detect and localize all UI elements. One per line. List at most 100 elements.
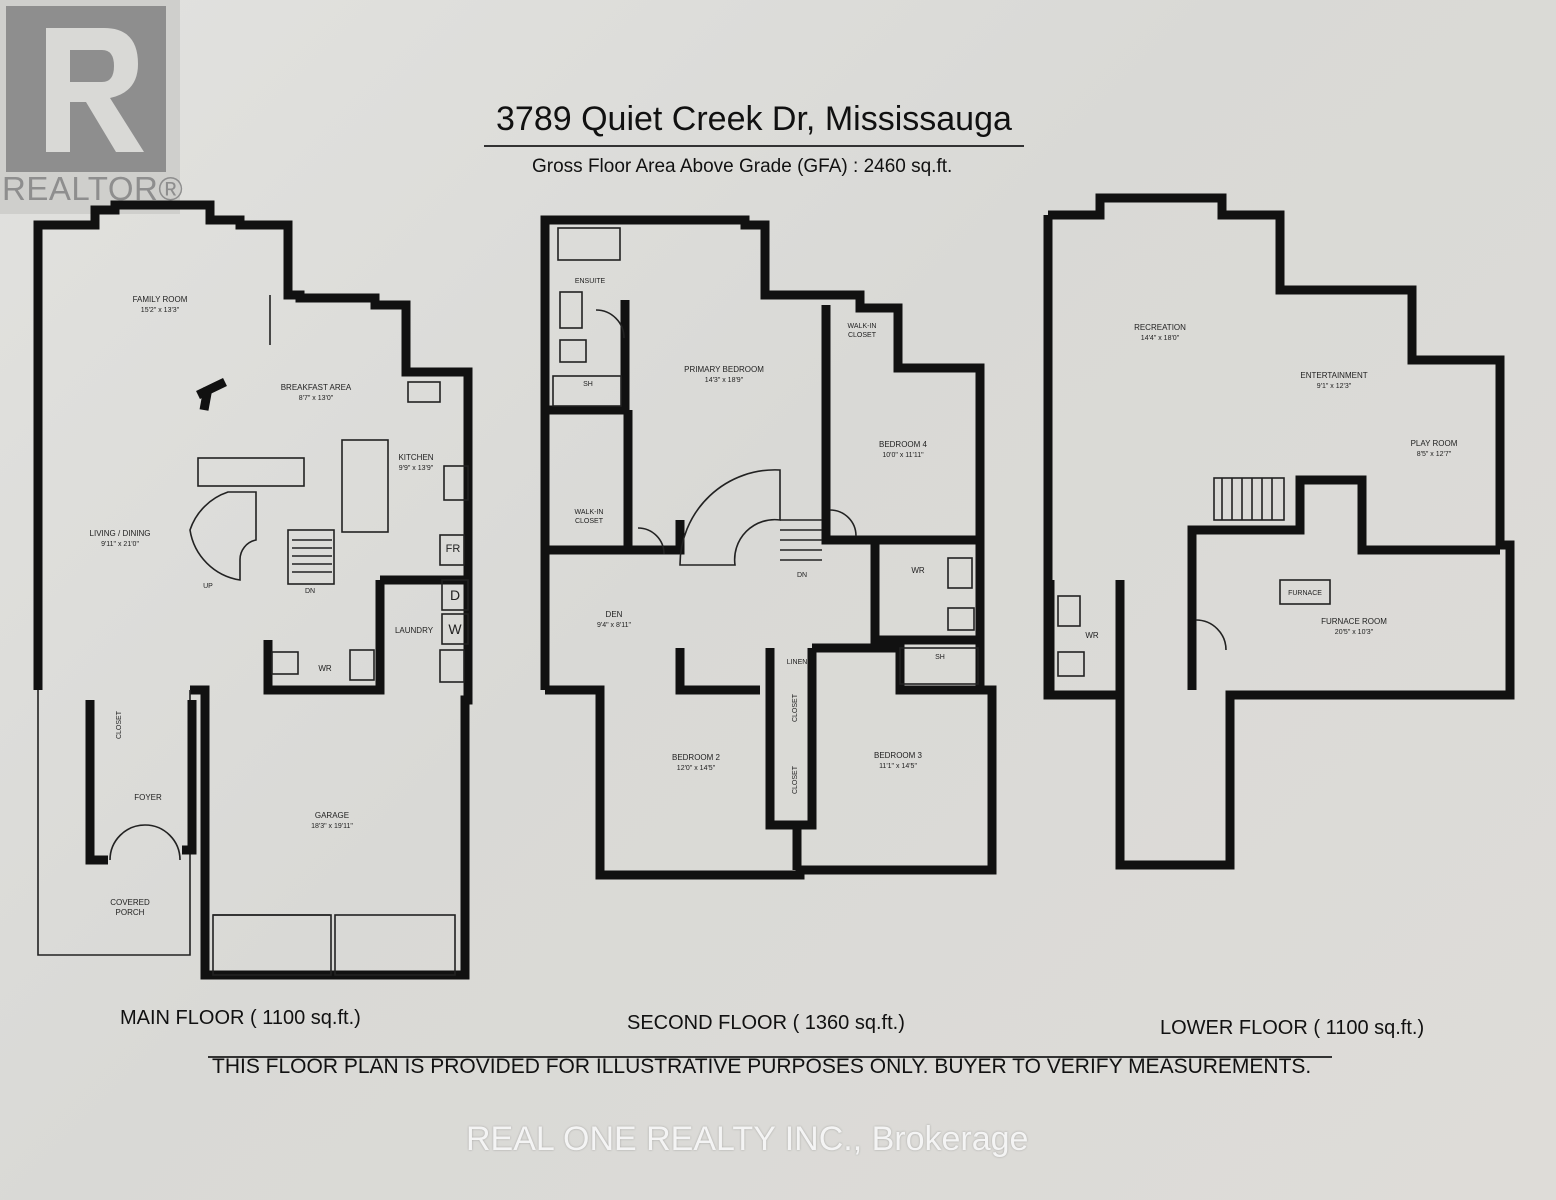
second-floor-label: SECOND FLOOR ( 1360 sq.ft.) [627,1012,905,1034]
room-dim-primary-bedroom: 14'3" x 18'9" [705,377,744,384]
ensuite-vanity [559,291,583,329]
garage-door-left-panel [212,914,332,976]
fridge-box [439,534,465,566]
room-label-laundry: LAUNDRY [395,626,434,635]
room-label-walkin-2: WALK-IN [575,509,604,516]
room-label-recreation: RECREATION [1134,323,1186,332]
room-label-main-wr: WR [318,664,332,673]
room-label-second-closet-1: CLOSET [792,693,799,722]
laundry-tub [439,649,465,683]
bay-wall [196,377,227,400]
furnace-room-wall [1187,475,1500,690]
walkin-closet-wall [548,410,633,555]
room-label-second-wr: WR [911,566,925,575]
bath2-shower [899,647,979,685]
main-floor-exterior-wall [33,200,473,980]
washroom-wall [263,580,385,695]
wr2-vanity [947,557,973,589]
door-swing-den [637,527,665,555]
room-label-bedroom-2: BEDROOM 2 [672,753,721,762]
room-dim-furnace-room: 20'5" x 10'3" [1335,629,1374,636]
room-label-breakfast-area: BREAKFAST AREA [281,383,352,392]
ensuite-shower [552,375,622,407]
bay-wall-2 [199,387,213,411]
main-floor-plan: FAMILY ROOM 15'2" x 13'3" BREAKFAST AREA… [33,200,473,980]
second-floor-plan: ENSUITE SH PRIMARY BEDROOM 14'3" x 18'9"… [540,215,997,880]
room-label-furnace-room: FURNACE ROOM [1321,617,1387,626]
second-floor-exterior-wall [540,215,997,880]
room-label-walkin-closet-2: CLOSET [575,518,604,525]
door-swing-furnace [1195,619,1227,651]
washroom2-wall [870,540,980,645]
gross-floor-area: Gross Floor Area Above Grade (GFA) : 246… [532,156,953,177]
linen-closet-wall [765,648,817,830]
disclaimer-rule [208,1056,1332,1058]
room-dim-recreation: 14'4" x 18'0" [1141,335,1180,342]
furnace-box [1279,579,1331,605]
room-dim-den: 9'4" x 8'11" [597,622,631,629]
realtor-r-mark [6,6,166,172]
fridge-label: FR [446,543,461,555]
room-dim-family-room: 15'2" x 13'3" [141,307,180,314]
main-floor-label: MAIN FLOOR ( 1100 sq.ft.) [120,1007,361,1029]
room-dim-breakfast-area: 8'7" x 13'0" [299,395,334,402]
foyer-wall-right [182,700,197,855]
room-label-second-closet-2: CLOSET [792,765,799,794]
front-door-swing [109,824,181,861]
second-curved-stair [679,469,781,566]
property-address-title: 3789 Quiet Creek Dr, Mississauga [496,100,1012,138]
primary-bedroom-wall [628,520,685,555]
room-dim-garage: 18'3" x 19'11" [311,823,353,830]
stair-up-label: UP [203,583,213,590]
brokerage-watermark: REAL ONE REALTY INC., Brokerage [466,1120,1029,1158]
lower-toilet [1057,651,1085,677]
room-label-entertainment: ENTERTAINMENT [1300,371,1367,380]
dishwasher-box [441,579,469,611]
washer-box [441,613,469,645]
stair-down-label: DN [305,588,315,595]
title-underline [484,145,1024,147]
second-stair-down-label: DN [797,572,807,579]
room-label-bedroom-3: BEDROOM 3 [874,751,923,760]
room-label-walkin-1: WALK-IN [848,323,877,330]
room-dim-bedroom-3: 11'1" x 14'5" [879,763,917,770]
lower-stair [1213,477,1285,521]
main-toilet [271,651,299,675]
wr2-toilet [947,607,975,631]
room-dim-play-room: 8'5" x 12'7" [1417,451,1452,458]
kitchen-sink [407,381,441,403]
room-label-foyer: FOYER [134,793,162,802]
second-stair-treads [780,519,822,561]
ensuite-toilet [559,339,587,363]
bedroom2-3-wall [675,648,760,695]
washer-label: W [448,621,462,637]
main-floor-porch-outline [37,690,191,956]
garage-door-right-panel [334,914,456,976]
room-label-bedroom-4: BEDROOM 4 [879,440,928,449]
room-dim-bedroom-4: 10'0" x 11'11" [882,452,924,459]
lower-stair-treads [1221,478,1273,520]
main-stair-treads [292,539,332,573]
ensuite-tub [557,227,621,261]
lower-vanity [1057,595,1081,627]
lower-wr-wall [1045,580,1125,700]
disclaimer-text: THIS FLOOR PLAN IS PROVIDED FOR ILLUSTRA… [212,1055,1312,1078]
door-swing-bed4 [829,509,857,537]
range-stove [443,465,469,501]
kitchen-counter [197,457,305,487]
realtor-logo: REALTOR® [0,0,183,214]
main-stair-landing [287,529,335,585]
room-label-porch: PORCH [116,908,145,917]
room-label-family-room: FAMILY ROOM [133,295,188,304]
room-label-primary-bedroom: PRIMARY BEDROOM [684,365,764,374]
room-label-main-closet: CLOSET [116,710,123,739]
bedroom4-wall [821,305,980,545]
lower-floor-plan: RECREATION 14'4" x 18'0" ENTERTAINMENT 9… [1043,193,1515,870]
door-swing-primary [595,309,625,339]
room-label-living-dining: LIVING / DINING [90,529,151,538]
room-label-walkin-closet-1: CLOSET [848,332,877,339]
lower-floor-exterior-wall [1043,193,1515,870]
room-label-covered: COVERED [110,898,150,907]
dishwasher-label: D [450,587,460,603]
